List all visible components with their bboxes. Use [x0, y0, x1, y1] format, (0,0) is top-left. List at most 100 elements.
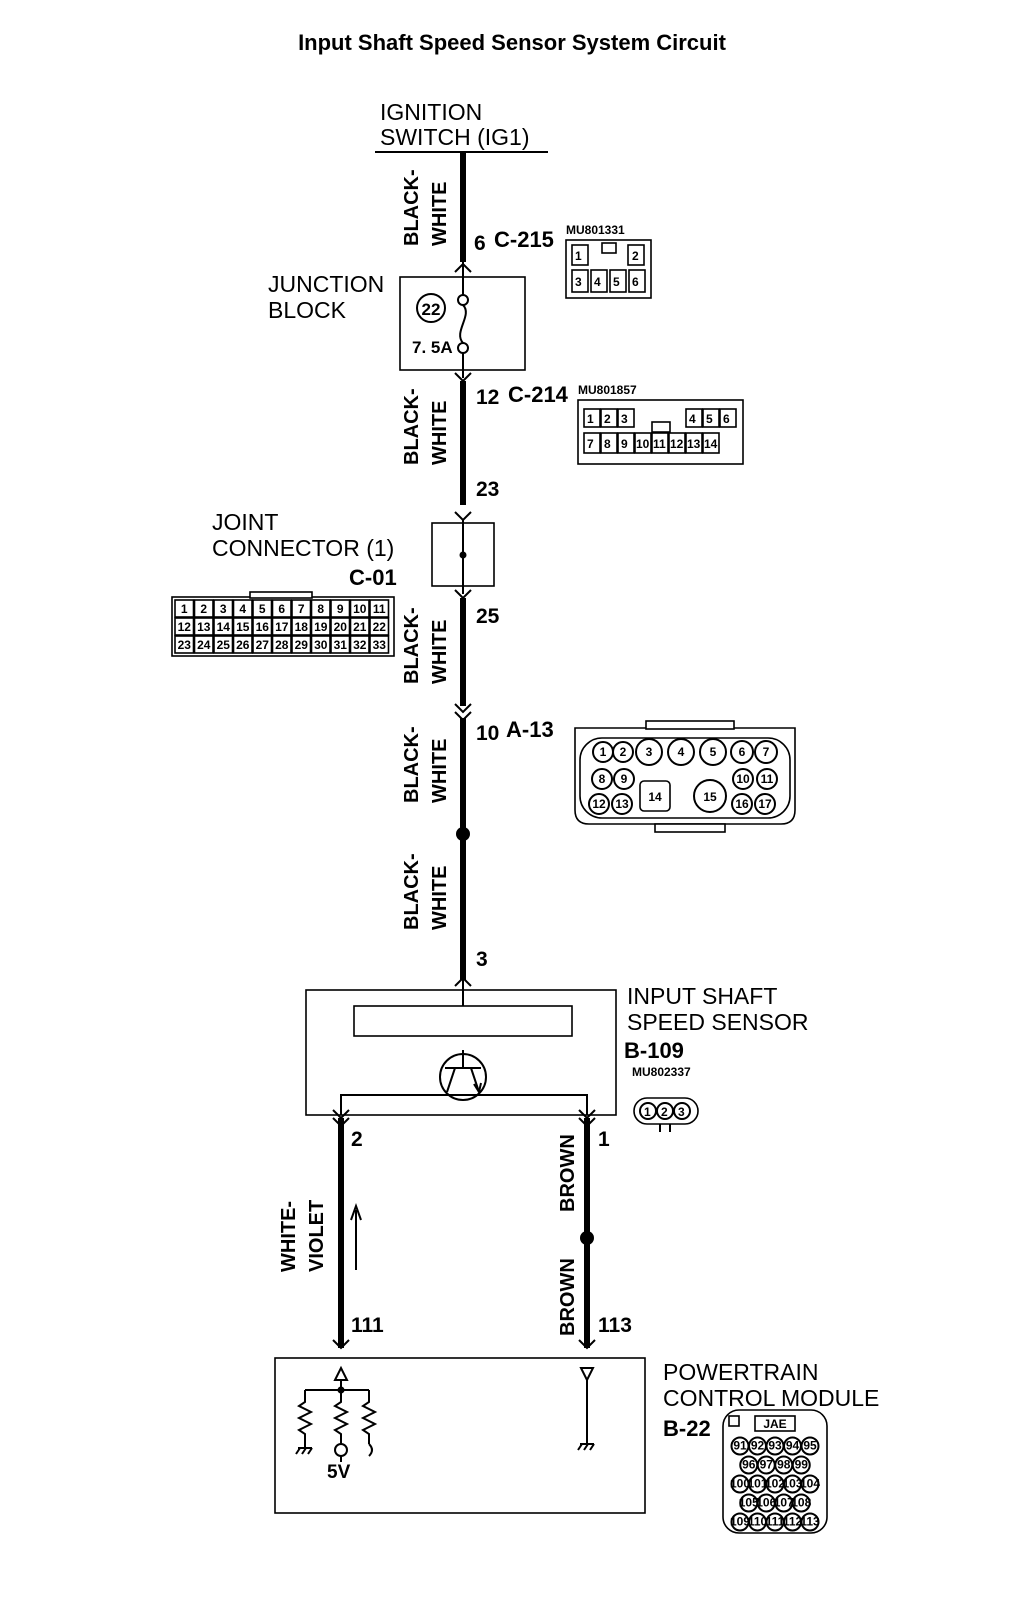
svg-text:1: 1 — [587, 412, 594, 426]
svg-text:12: 12 — [670, 437, 684, 451]
pcm-input-circuit-icon — [295, 1365, 378, 1462]
b22-pin-label: 94 — [786, 1439, 800, 1453]
c01-pin-label: 21 — [353, 620, 367, 634]
c01-pin-label: 7 — [298, 602, 305, 616]
wire-label-white-3: WHITE — [429, 620, 451, 684]
b22-pin-label: 104 — [800, 1477, 820, 1491]
c01-pin-label: 4 — [239, 602, 246, 616]
c01-pin-label: 18 — [295, 620, 309, 634]
a13-pin-label: 17 — [758, 797, 772, 811]
c01-pin-label: 25 — [217, 638, 231, 652]
b22-pin-label: 110 — [748, 1515, 768, 1529]
svg-text:5: 5 — [706, 412, 713, 426]
pcm-box — [274, 1357, 646, 1514]
b22-pin-label: 99 — [795, 1458, 809, 1472]
joint-connector-id: C-01 — [349, 565, 397, 590]
b22-pin-label: 95 — [803, 1439, 817, 1453]
sensor-supply-pin: 3 — [476, 948, 488, 971]
a13-pin-label: 4 — [678, 745, 685, 759]
c01-pin-label: 24 — [197, 638, 211, 652]
transistor-icon — [439, 1050, 487, 1101]
b22-pin-label: 101 — [747, 1477, 767, 1491]
joint-label-line1: JOINT — [212, 509, 278, 535]
b22-pin-label: 91 — [733, 1439, 747, 1453]
a13-pin-label: 6 — [739, 745, 746, 759]
svg-text:6: 6 — [723, 412, 730, 426]
b22-pin-label: 102 — [765, 1477, 785, 1491]
svg-text:6: 6 — [632, 275, 639, 289]
c01-pin-label: 11 — [373, 602, 386, 616]
b22-pin-label: 109 — [730, 1515, 750, 1529]
wire-label-white-5: WHITE — [429, 866, 451, 930]
fuse-number: 22 — [422, 300, 441, 319]
c01-pin-label: 12 — [178, 620, 192, 634]
pcm-chevron-right — [578, 1339, 596, 1350]
svg-text:11: 11 — [653, 437, 666, 451]
svg-text:3: 3 — [621, 412, 628, 426]
svg-text:3: 3 — [678, 1105, 685, 1119]
wire-label-black-3: BLACK- — [401, 607, 423, 684]
wire-label-violet: VIOLET — [306, 1200, 328, 1272]
c214-connector-icon: 1 2 3 4 5 6 7 8 9 10 11 12 13 14 — [577, 399, 744, 465]
a13-id: A-13 — [506, 717, 554, 742]
c01-pin-label: 33 — [373, 638, 387, 652]
b22-pin-label: 92 — [751, 1439, 765, 1453]
pcm-ground-circuit-icon — [577, 1367, 595, 1451]
a13-pin-label: 9 — [621, 772, 628, 786]
a13-pin-label: 16 — [735, 797, 749, 811]
b22-pin-label: 96 — [742, 1458, 756, 1472]
pcm-id: B-22 — [663, 1416, 711, 1441]
joint-splice-dot — [459, 551, 467, 559]
c01-pin-label: 28 — [275, 638, 289, 652]
a13-pin-label: 12 — [592, 797, 606, 811]
sensor-chevron-top — [454, 976, 472, 987]
joint-chevron-in — [454, 511, 472, 522]
pcm-label-line1: POWERTRAIN — [663, 1359, 818, 1385]
splice-dot-2 — [580, 1231, 594, 1245]
svg-text:1: 1 — [575, 249, 582, 263]
c01-pin-label: 14 — [217, 620, 231, 634]
c01-pin-label: 32 — [353, 638, 367, 652]
b22-pin-label: 98 — [777, 1458, 791, 1472]
svg-text:2: 2 — [661, 1105, 668, 1119]
c01-pin-label: 27 — [256, 638, 270, 652]
a13-pin-label: 11 — [761, 772, 774, 786]
c01-pin-label: 16 — [256, 620, 270, 634]
a13-chevron — [454, 703, 472, 722]
wire-label-black-5: BLACK- — [401, 853, 423, 930]
a13-pin-label: 2 — [620, 745, 627, 759]
b22-pin-label: 103 — [782, 1477, 802, 1491]
sensor-label-line2: SPEED SENSOR — [627, 1009, 809, 1035]
c01-pin-label: 17 — [275, 620, 289, 634]
junction-label-line1: JUNCTION — [268, 271, 384, 297]
a13-pin-label: 1 — [600, 745, 607, 759]
joint-label-line2: CONNECTOR (1) — [212, 535, 394, 561]
svg-text:8: 8 — [604, 437, 611, 451]
c01-pin-label: 19 — [314, 620, 328, 634]
c01-pin-label: 29 — [295, 638, 309, 652]
c01-pin-label: 10 — [353, 602, 367, 616]
a13-pin-label: 10 — [736, 772, 750, 786]
c214-pin: 12 — [476, 386, 499, 409]
c01-pin-label: 6 — [278, 602, 285, 616]
svg-text:JAE: JAE — [763, 1417, 786, 1431]
c01-pin-label: 9 — [337, 602, 344, 616]
joint-pin-in: 23 — [476, 478, 499, 501]
c215-pin: 6 — [474, 232, 486, 255]
svg-text:7: 7 — [587, 437, 594, 451]
a13-pin-label: 8 — [599, 772, 606, 786]
c01-pin-label: 26 — [236, 638, 250, 652]
b109-connector-icon: 1 2 3 — [633, 1097, 699, 1132]
wire-label-white-2: WHITE — [429, 401, 451, 465]
fuse-number-circle — [416, 293, 446, 323]
sensor-id: B-109 — [624, 1038, 684, 1063]
svg-text:13: 13 — [687, 437, 701, 451]
a13-pin-label: 13 — [615, 797, 629, 811]
svg-text:1: 1 — [644, 1105, 651, 1119]
b22-pin-label: 107 — [774, 1496, 794, 1510]
a13-pin-label: 14 — [648, 790, 662, 804]
